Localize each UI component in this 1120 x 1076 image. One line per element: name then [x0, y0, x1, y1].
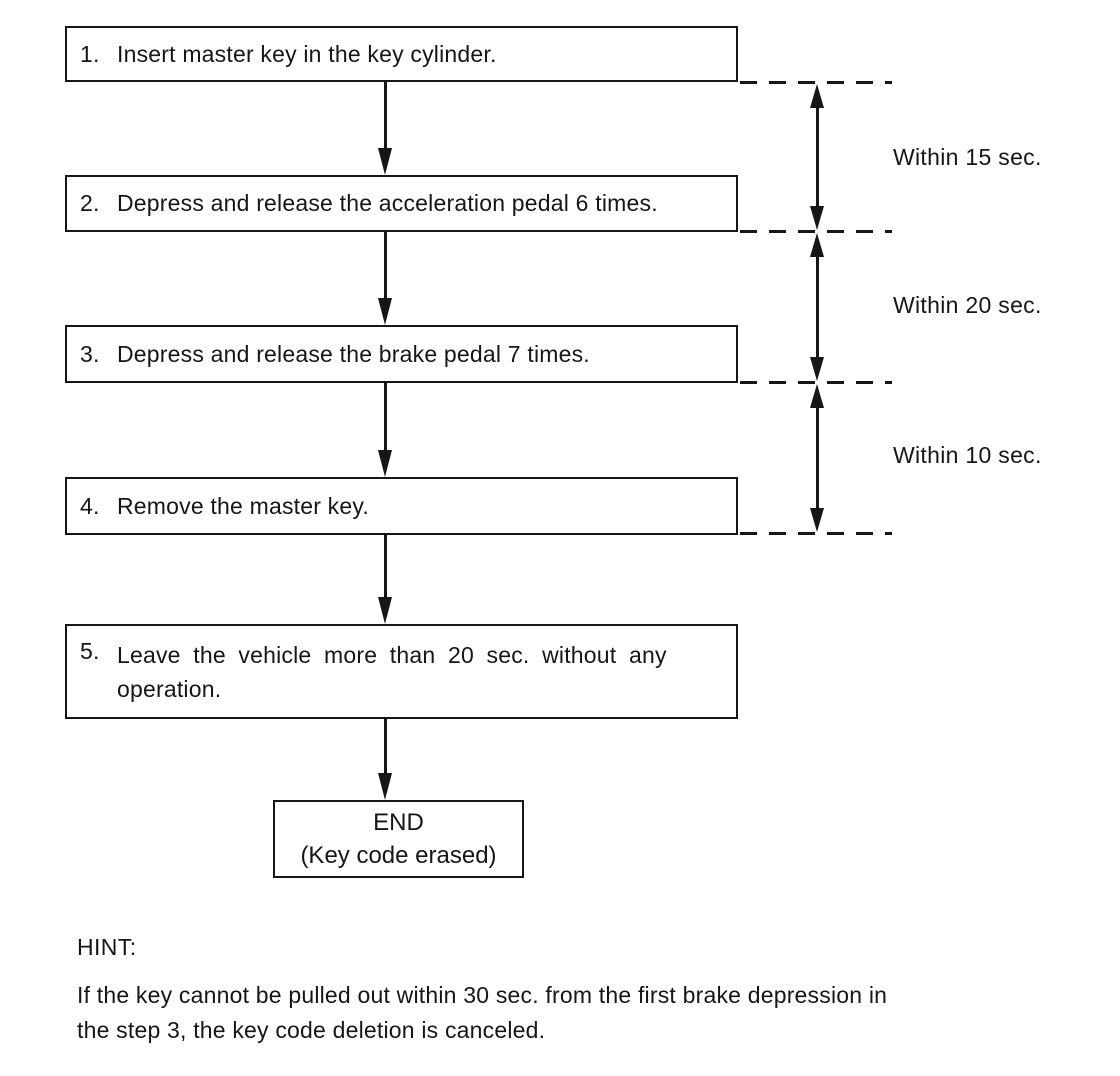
arrow-line	[816, 253, 819, 361]
step-number: 1.	[80, 40, 100, 67]
step-box-1: 1. Insert master key in the key cylinder…	[65, 26, 738, 82]
timing-label-20s: Within 20 sec.	[893, 292, 1042, 318]
arrowhead-down-icon	[378, 298, 392, 325]
arrowhead-up-icon	[810, 233, 824, 257]
step-number: 4.	[80, 492, 100, 519]
arrowhead-down-icon	[378, 597, 392, 624]
dashed-timing-line	[740, 81, 892, 84]
arrow-line	[384, 383, 387, 453]
down-arrow-icon	[377, 719, 393, 800]
step-text: Insert master key in the key cylinder.	[117, 40, 497, 67]
arrow-line	[816, 404, 819, 512]
arrowhead-up-icon	[810, 84, 824, 108]
step-box-5: 5. Leave the vehicle more than 20 sec. w…	[65, 624, 738, 719]
step-number: 2.	[80, 190, 100, 216]
arrowhead-down-icon	[378, 450, 392, 477]
step-text-line-2: operation.	[117, 676, 222, 702]
step-number: 3.	[80, 340, 100, 367]
hint-text-line-2: the step 3, the key code deletion is can…	[77, 1017, 546, 1043]
arrow-line	[384, 82, 387, 151]
arrow-line	[384, 232, 387, 301]
down-arrow-icon	[377, 82, 393, 175]
hint-text: If the key cannot be pulled out within 3…	[77, 978, 1057, 1048]
timing-label-15s: Within 15 sec.	[893, 144, 1042, 170]
step-text: Remove the master key.	[117, 492, 369, 519]
end-box: END (Key code erased)	[273, 800, 524, 878]
arrow-line	[384, 719, 387, 776]
hint-text-line-1: If the key cannot be pulled out within 3…	[77, 982, 888, 1008]
down-arrow-icon	[377, 232, 393, 325]
arrowhead-down-icon	[378, 148, 392, 175]
step-number: 5.	[80, 638, 100, 664]
step-box-4: 4. Remove the master key.	[65, 477, 738, 535]
step-text: Leave the vehicle more than 20 sec. with…	[117, 626, 736, 706]
step-text: Depress and release the brake pedal 7 ti…	[117, 340, 590, 367]
arrowhead-up-icon	[810, 384, 824, 408]
arrowhead-down-icon	[810, 357, 824, 381]
hint-heading: HINT:	[77, 934, 137, 960]
timing-label-10s: Within 10 sec.	[893, 442, 1042, 468]
end-title: END	[373, 809, 424, 836]
arrowhead-down-icon	[810, 206, 824, 230]
double-arrow-icon	[809, 233, 825, 381]
step-text-line-1: Leave the vehicle more than 20 sec. with…	[117, 642, 667, 668]
dashed-timing-line	[740, 230, 892, 233]
dashed-timing-line	[740, 381, 892, 384]
step-box-2: 2. Depress and release the acceleration …	[65, 175, 738, 232]
dashed-timing-line	[740, 532, 892, 535]
arrowhead-down-icon	[378, 773, 392, 800]
arrow-line	[384, 535, 387, 600]
arrow-line	[816, 104, 819, 210]
down-arrow-icon	[377, 535, 393, 624]
double-arrow-icon	[809, 84, 825, 230]
step-text: Depress and release the acceleration ped…	[117, 190, 658, 216]
double-arrow-icon	[809, 384, 825, 532]
end-subtitle: (Key code erased)	[300, 842, 497, 869]
arrowhead-down-icon	[810, 508, 824, 532]
down-arrow-icon	[377, 383, 393, 477]
step-box-3: 3. Depress and release the brake pedal 7…	[65, 325, 738, 383]
